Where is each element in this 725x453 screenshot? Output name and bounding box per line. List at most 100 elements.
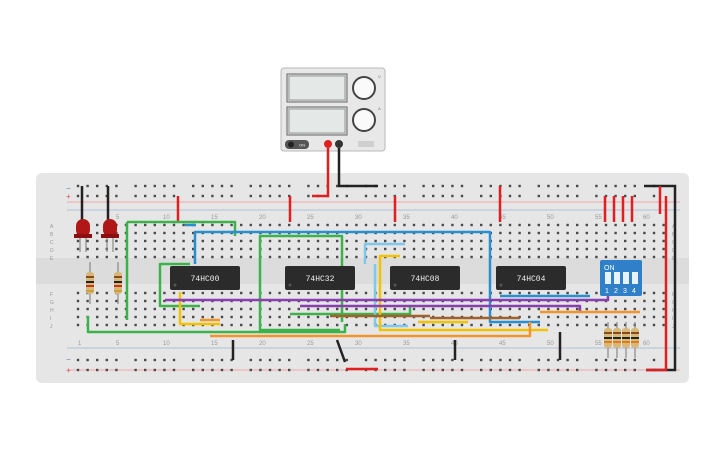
breadboard-hole[interactable] xyxy=(76,247,80,251)
breadboard-hole[interactable] xyxy=(537,247,540,251)
breadboard-hole[interactable] xyxy=(249,291,252,295)
breadboard-hole[interactable] xyxy=(576,255,579,259)
breadboard-hole[interactable] xyxy=(595,291,598,295)
breadboard-hole[interactable] xyxy=(76,315,80,319)
breadboard-hole[interactable] xyxy=(508,194,512,198)
breadboard-hole[interactable] xyxy=(624,231,627,235)
breadboard-hole[interactable] xyxy=(153,184,156,188)
breadboard-hole[interactable] xyxy=(518,239,521,243)
breadboard-hole[interactable] xyxy=(105,307,108,311)
breadboard-hole[interactable] xyxy=(96,368,99,372)
breadboard-hole[interactable] xyxy=(230,315,233,319)
breadboard-hole[interactable] xyxy=(249,307,252,311)
breadboard-hole[interactable] xyxy=(643,307,646,311)
breadboard-hole[interactable] xyxy=(489,184,492,188)
breadboard-hole[interactable] xyxy=(163,231,166,235)
breadboard-hole[interactable] xyxy=(364,323,368,327)
breadboard-hole[interactable] xyxy=(211,315,214,319)
breadboard-hole[interactable] xyxy=(566,255,569,259)
breadboard-hole[interactable] xyxy=(470,323,473,327)
breadboard-hole[interactable] xyxy=(201,223,204,227)
breadboard-hole[interactable] xyxy=(345,194,348,198)
breadboard-hole[interactable] xyxy=(230,194,233,198)
breadboard-hole[interactable] xyxy=(374,223,377,227)
breadboard-hole[interactable] xyxy=(556,307,560,311)
breadboard-hole[interactable] xyxy=(633,255,636,259)
breadboard-hole[interactable] xyxy=(326,247,329,251)
breadboard-hole[interactable] xyxy=(624,307,627,311)
led-right[interactable] xyxy=(101,219,119,252)
breadboard-hole[interactable] xyxy=(518,184,521,188)
breadboard-hole[interactable] xyxy=(614,323,617,327)
breadboard-hole[interactable] xyxy=(105,358,108,362)
breadboard-hole[interactable] xyxy=(604,247,608,251)
breadboard-hole[interactable] xyxy=(163,299,166,303)
breadboard-hole[interactable] xyxy=(172,368,176,372)
breadboard-hole[interactable] xyxy=(633,368,636,372)
breadboard-hole[interactable] xyxy=(422,194,425,198)
breadboard-hole[interactable] xyxy=(268,184,272,188)
breadboard-hole[interactable] xyxy=(508,291,512,295)
breadboard-hole[interactable] xyxy=(566,307,569,311)
breadboard-hole[interactable] xyxy=(211,307,214,311)
breadboard-hole[interactable] xyxy=(470,307,473,311)
breadboard-hole[interactable] xyxy=(336,255,339,259)
breadboard-hole[interactable] xyxy=(614,231,617,235)
breadboard-hole[interactable] xyxy=(153,315,156,319)
breadboard-hole[interactable] xyxy=(566,223,569,227)
breadboard-hole[interactable] xyxy=(614,247,617,251)
breadboard-hole[interactable] xyxy=(144,247,147,251)
breadboard-hole[interactable] xyxy=(518,194,521,198)
dip-toggle-3[interactable] xyxy=(623,272,629,284)
breadboard-hole[interactable] xyxy=(470,291,473,295)
breadboard-hole[interactable] xyxy=(115,194,118,198)
dip-toggle-2[interactable] xyxy=(614,272,620,284)
breadboard-hole[interactable] xyxy=(307,255,310,259)
breadboard-hole[interactable] xyxy=(403,223,406,227)
breadboard-hole[interactable] xyxy=(499,358,502,362)
breadboard-hole[interactable] xyxy=(115,231,118,235)
breadboard-hole[interactable] xyxy=(316,368,320,372)
breadboard-hole[interactable] xyxy=(134,323,137,327)
breadboard-hole[interactable] xyxy=(480,368,483,372)
breadboard-hole[interactable] xyxy=(633,307,636,311)
breadboard-hole[interactable] xyxy=(566,231,569,235)
breadboard-hole[interactable] xyxy=(441,255,444,259)
breadboard-hole[interactable] xyxy=(86,299,89,303)
breadboard-hole[interactable] xyxy=(384,358,387,362)
breadboard-hole[interactable] xyxy=(643,291,646,295)
breadboard-hole[interactable] xyxy=(576,223,579,227)
breadboard-hole[interactable] xyxy=(422,223,425,227)
breadboard-hole[interactable] xyxy=(595,368,598,372)
breadboard-hole[interactable] xyxy=(480,255,483,259)
breadboard-hole[interactable] xyxy=(134,184,137,188)
breadboard-hole[interactable] xyxy=(547,291,550,295)
breadboard-hole[interactable] xyxy=(297,307,300,311)
breadboard-hole[interactable] xyxy=(508,184,512,188)
breadboard-hole[interactable] xyxy=(115,315,118,319)
breadboard-hole[interactable] xyxy=(585,231,588,235)
breadboard-hole[interactable] xyxy=(268,358,272,362)
breadboard-hole[interactable] xyxy=(268,368,272,372)
breadboard-hole[interactable] xyxy=(614,368,617,372)
breadboard-hole[interactable] xyxy=(556,358,560,362)
breadboard-hole[interactable] xyxy=(278,307,281,311)
pulldown-resistors[interactable] xyxy=(604,322,639,358)
breadboard-hole[interactable] xyxy=(249,184,252,188)
breadboard-hole[interactable] xyxy=(182,223,185,227)
breadboard-hole[interactable] xyxy=(76,184,80,188)
breadboard-hole[interactable] xyxy=(336,291,339,295)
breadboard-hole[interactable] xyxy=(163,255,166,259)
breadboard-hole[interactable] xyxy=(518,231,521,235)
breadboard-hole[interactable] xyxy=(556,247,560,251)
breadboard-hole[interactable] xyxy=(249,223,252,227)
breadboard-hole[interactable] xyxy=(566,239,569,243)
breadboard-hole[interactable] xyxy=(96,358,99,362)
breadboard-hole[interactable] xyxy=(662,299,665,303)
voltage-knob[interactable] xyxy=(352,76,376,100)
breadboard-hole[interactable] xyxy=(115,368,118,372)
breadboard-hole[interactable] xyxy=(374,194,377,198)
breadboard-hole[interactable] xyxy=(316,323,320,327)
breadboard-hole[interactable] xyxy=(86,255,89,259)
dip-toggle-4[interactable] xyxy=(632,272,638,284)
